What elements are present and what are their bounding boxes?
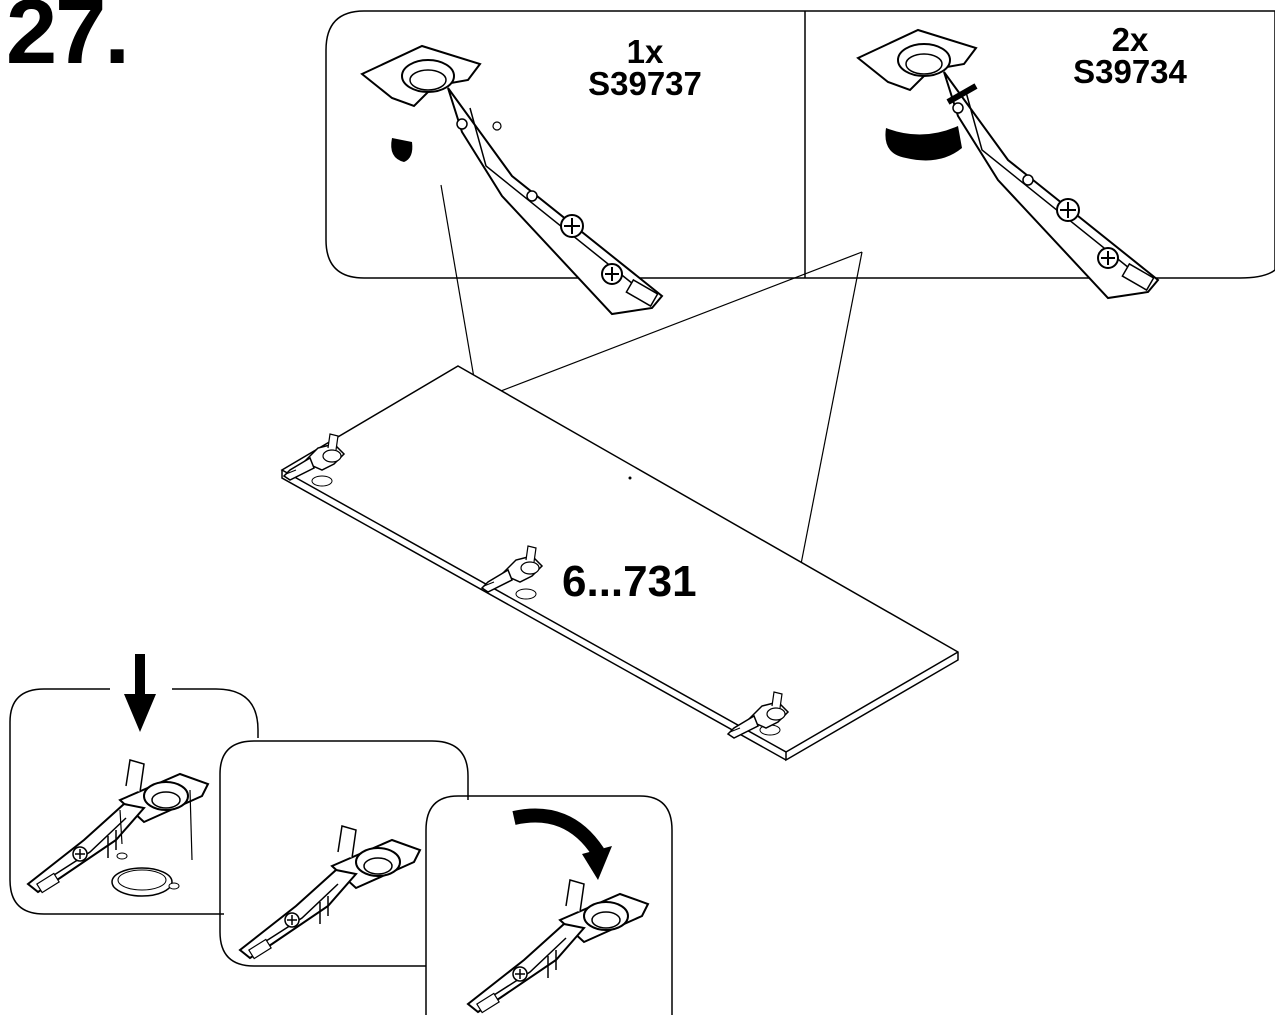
part-quantity: 1x xyxy=(626,33,664,70)
hinge-seated-icon xyxy=(239,825,421,960)
detail-frame-press xyxy=(9,688,259,915)
soft-close-hinge-icon xyxy=(857,29,1159,299)
press-down-arrow-icon xyxy=(124,654,156,732)
hinge-rotated-icon xyxy=(467,879,649,1014)
detail-frame-seated xyxy=(219,740,469,967)
part-label-2: 2x S39734 xyxy=(1045,21,1215,90)
panel-code: 6...731 xyxy=(562,557,697,606)
detail-frame-rotate xyxy=(425,795,673,1015)
rotate-arrow-icon xyxy=(512,808,612,880)
part-code: S39734 xyxy=(1073,53,1187,90)
part-label-1: 1x S39737 xyxy=(560,33,730,102)
part-quantity: 2x xyxy=(1111,21,1149,58)
step-number: 27. xyxy=(6,0,130,83)
cabinet-hinge-icon xyxy=(361,45,663,315)
detail-hinge-press xyxy=(27,759,209,897)
part-code: S39737 xyxy=(588,65,702,102)
